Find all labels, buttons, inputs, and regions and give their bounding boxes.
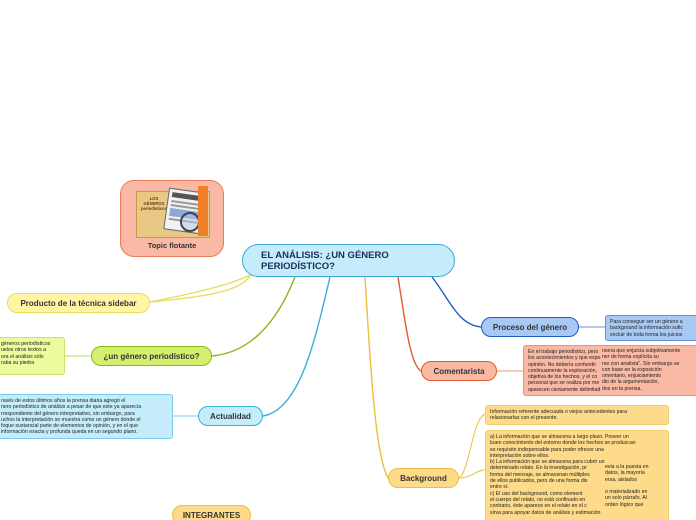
magnifier-icon xyxy=(180,212,200,232)
topic-producto-label: Producto de la técnica sidebar xyxy=(20,299,136,308)
topic-genero-label: ¿un género periodístico? xyxy=(103,352,199,361)
floating-topic-label: Topic flotante xyxy=(148,241,197,250)
note-comentarista-overlap: rsona que enjuicia subjetivamente ner de… xyxy=(602,345,696,396)
link-comentarista xyxy=(398,277,421,371)
central-topic[interactable]: EL ANÁLISIS: ¿UN GÉNERO PERIODÍSTICO? xyxy=(242,244,455,277)
floating-topic[interactable]: LOS GÉNEROS periodísticos Topic flotante xyxy=(120,180,224,257)
link-background xyxy=(365,277,388,478)
topic-background[interactable]: Background xyxy=(388,468,459,488)
link-producto xyxy=(150,276,250,302)
note-genero: géneros periodísticos uelos otros textos… xyxy=(0,337,65,375)
topic-integrantes[interactable]: INTEGRANTES xyxy=(172,505,251,520)
note-proceso: Para conseguir ser un género a backgroun… xyxy=(605,315,696,341)
link-background-note2 xyxy=(459,470,485,478)
newspaper-illustration: LOS GÉNEROS periodísticos xyxy=(136,186,208,238)
link-proceso xyxy=(432,277,481,327)
topic-integrantes-label: INTEGRANTES xyxy=(183,511,240,520)
topic-genero[interactable]: ¿un género periodístico? xyxy=(91,346,212,366)
topic-actualidad-label: Actualidad xyxy=(210,412,251,421)
note-background-1: Información referente adecuada o viejos … xyxy=(485,405,669,425)
topic-actualidad[interactable]: Actualidad xyxy=(198,406,263,426)
link-floating xyxy=(150,273,255,302)
topic-comentarista[interactable]: Comentarista xyxy=(421,361,497,381)
link-genero xyxy=(212,277,295,356)
image-caption-text: LOS GÉNEROS periodísticos xyxy=(140,196,168,211)
note-actualidad: ravés de estos últimos años la prensa di… xyxy=(0,394,173,439)
topic-comentarista-label: Comentarista xyxy=(433,367,484,376)
note-background-2-overlap: evia a la puesta en datos, la mayoría er… xyxy=(605,461,669,517)
topic-proceso[interactable]: Proceso del género xyxy=(481,317,579,337)
topic-producto[interactable]: Producto de la técnica sidebar xyxy=(7,293,150,313)
topic-background-label: Background xyxy=(400,474,447,483)
topic-proceso-label: Proceso del género xyxy=(493,323,567,332)
link-actualidad xyxy=(263,277,330,416)
link-background-note1 xyxy=(459,414,485,478)
